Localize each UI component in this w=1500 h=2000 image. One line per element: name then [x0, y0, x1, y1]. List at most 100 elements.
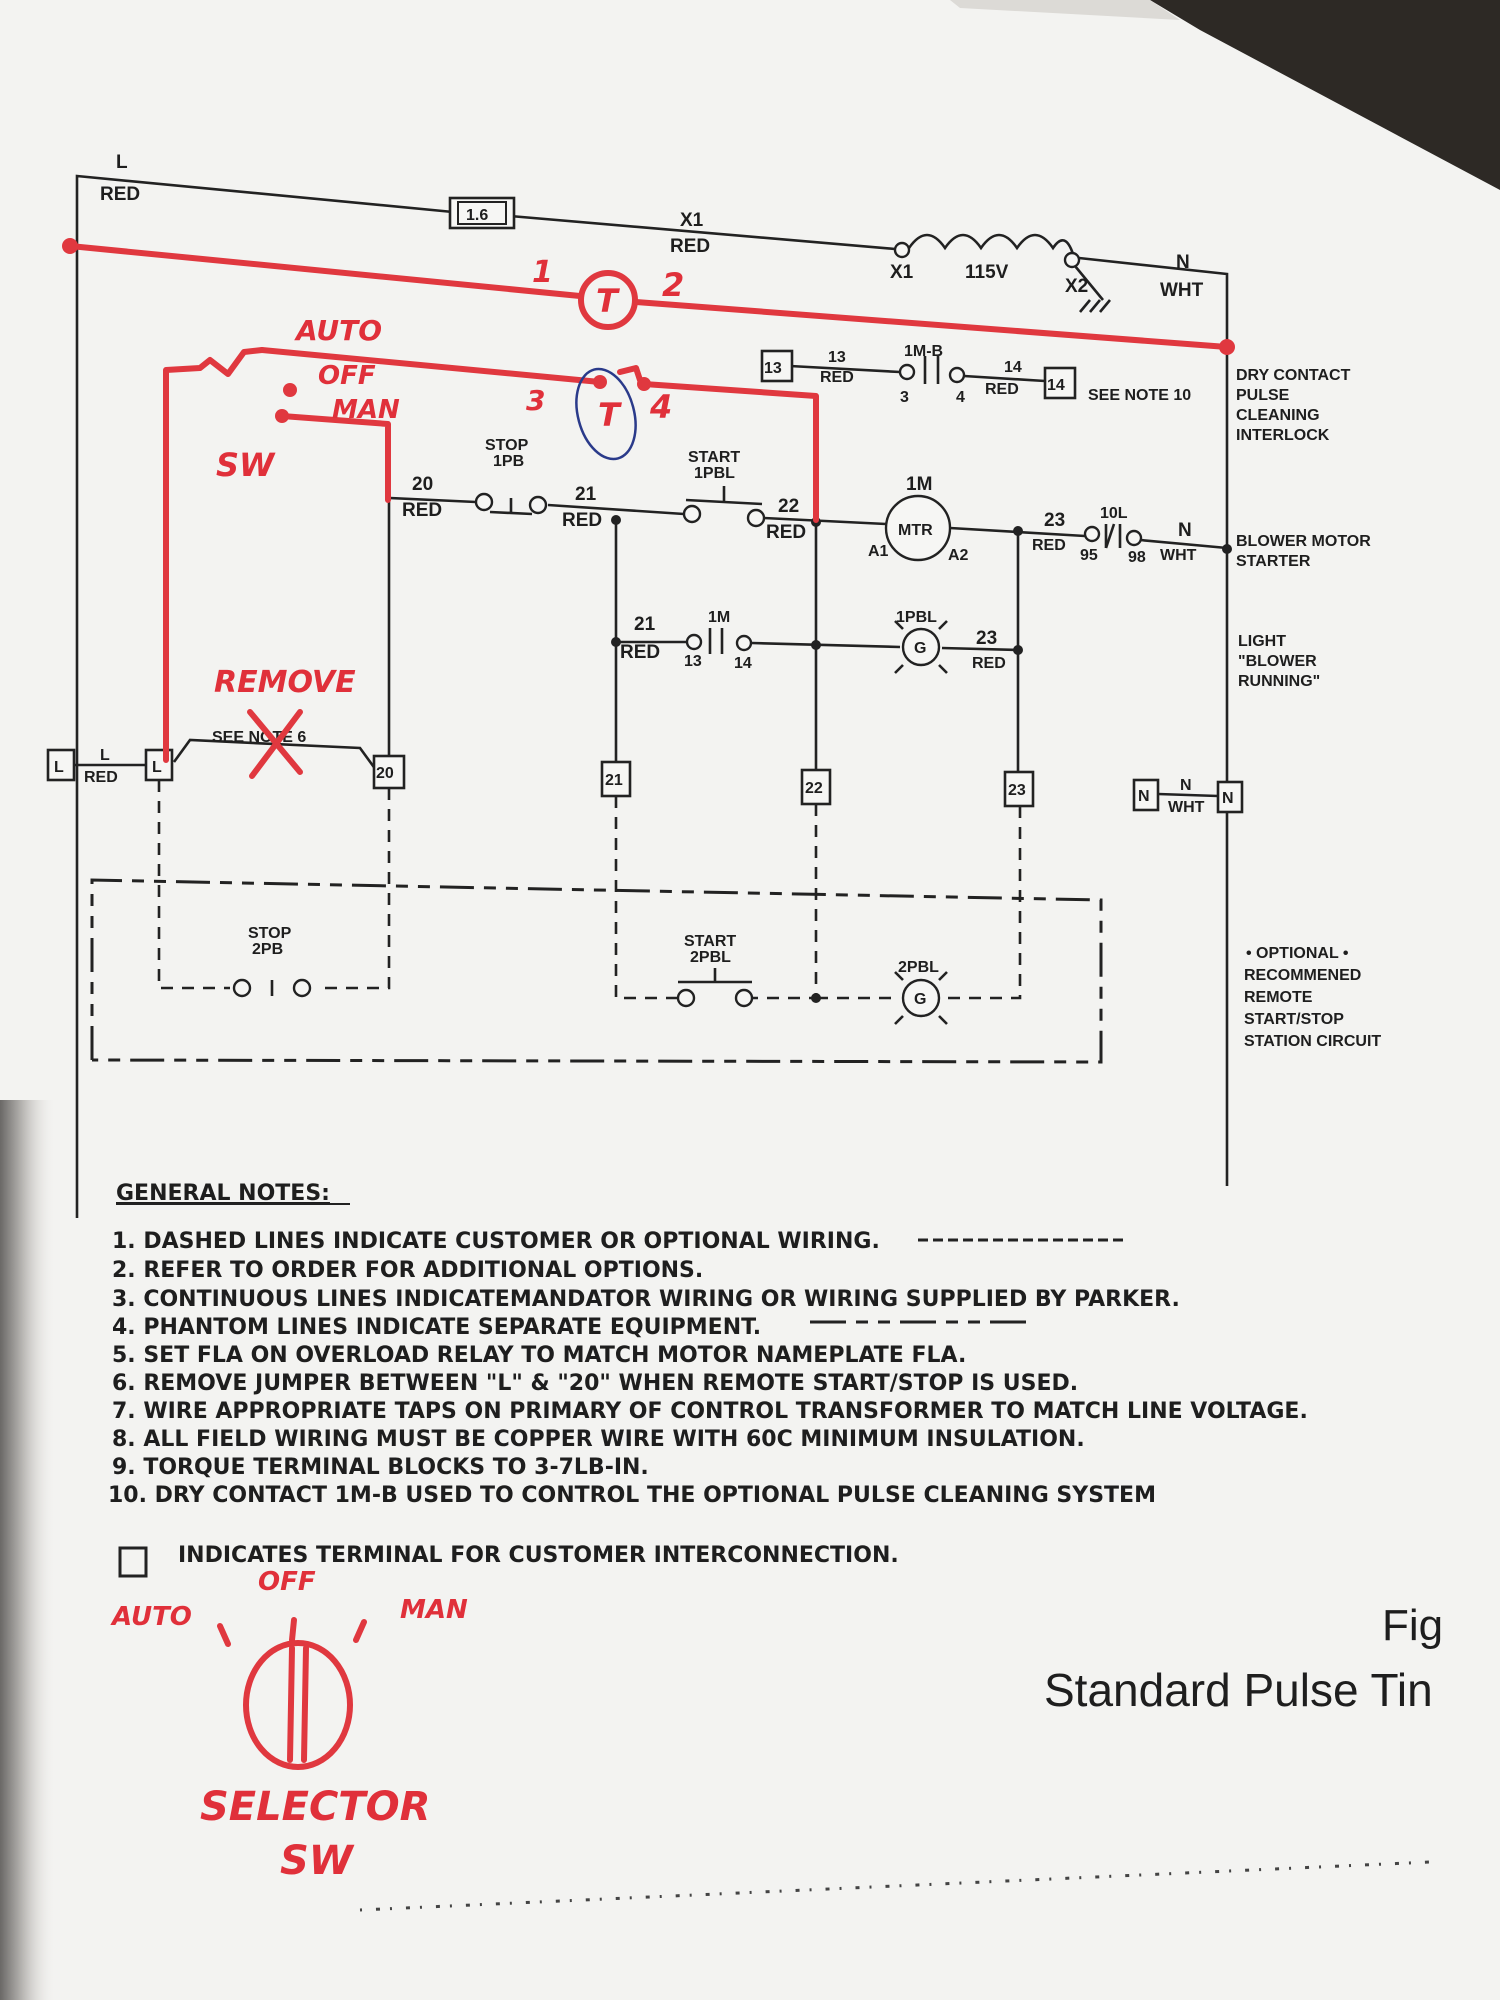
motor-label-line: BLOWER MOTOR	[1236, 533, 1371, 550]
timer-label: T	[596, 282, 620, 320]
stop-1pb-label: 1PB	[493, 453, 524, 470]
wire-23: 23	[1044, 510, 1065, 531]
pulse-cleaning-row: 13 13 RED 1M-B 3 4 14 RED 14 SEE NOTE 10…	[760, 343, 1351, 444]
figure-number: Fig	[1382, 1601, 1443, 1650]
a1-label: A1	[868, 543, 889, 560]
lamp-2pbl-label: 2PBL	[898, 959, 939, 976]
terminal-l-left: L	[54, 759, 64, 776]
light-wire-21-color: RED	[620, 642, 660, 663]
note-item: 10. DRY CONTACT 1M-B USED TO CONTROL THE…	[108, 1483, 1156, 1508]
light-contact-1m: 1M	[708, 609, 730, 626]
remote-label-line: REMOTE	[1244, 989, 1313, 1006]
terminal-n-right: N	[1222, 790, 1234, 807]
wire-13: 13	[828, 349, 846, 366]
terminal-legend-box	[118, 1546, 148, 1578]
remote-label-line: STATION CIRCUIT	[1244, 1033, 1381, 1050]
wire-20: 20	[412, 474, 433, 495]
pulse-label-line: PULSE	[1236, 387, 1290, 404]
remote-label-line: • OPTIONAL •	[1246, 945, 1349, 962]
remote-label-line: RECOMMENED	[1244, 967, 1361, 984]
note-item: 8. ALL FIELD WIRING MUST BE COPPER WIRE …	[112, 1427, 1085, 1452]
paper-under-edge	[950, 0, 1180, 20]
top-supply-line: L RED 1.6 X1 RED X1 115V X2 N WHT	[75, 152, 1229, 1218]
fuse-value: 1.6	[466, 207, 488, 224]
pin-95: 95	[1080, 547, 1098, 564]
wire-21: 21	[575, 484, 597, 505]
pulse-label-line: INTERLOCK	[1236, 427, 1330, 444]
pulse-label-line: DRY CONTACT	[1236, 367, 1351, 384]
lamp-2-g: G	[914, 991, 926, 1008]
switch-auto-label: AUTO	[294, 314, 382, 347]
lamp-g: G	[914, 640, 926, 657]
wire-20-color: RED	[402, 500, 442, 521]
selector-sw-label: SW	[280, 1838, 355, 1884]
note-item: 4. PHANTOM LINES INDICATE SEPARATE EQUIP…	[112, 1315, 761, 1340]
motor-coil-label: MTR	[898, 522, 933, 539]
light-wire-21: 21	[634, 614, 656, 635]
top-n-color: WHT	[1160, 280, 1204, 301]
pin-3: 3	[900, 389, 909, 406]
note-item: 3. CONTINUOUS LINES INDICATEMANDATOR WIR…	[112, 1287, 1180, 1312]
wire-14-color: RED	[985, 381, 1019, 398]
stop-1pb-contact	[474, 492, 548, 516]
x1-label: X1	[680, 210, 704, 231]
top-n-label: N	[1176, 252, 1190, 273]
start-2pbl-label: 2PBL	[690, 949, 731, 966]
blue-pen-circle	[575, 367, 637, 461]
coil-1m-label: 1M	[906, 474, 932, 495]
wire-14: 14	[1004, 359, 1022, 376]
switch-off-label: OFF	[318, 361, 376, 391]
start-2pbl-label: START	[684, 933, 736, 950]
remove-x-icon	[247, 709, 303, 779]
start-1pbl-label: START	[688, 449, 740, 466]
legend-man: MAN	[400, 1595, 468, 1625]
pulse-label-line: CLEANING	[1236, 407, 1320, 424]
overload-10l-contact	[1083, 523, 1143, 549]
terminal-l-wire-color: RED	[84, 769, 118, 786]
lamp-1pbl-label: 1PBL	[896, 609, 937, 626]
wire-13-color: RED	[820, 369, 854, 386]
note-item: 6. REMOVE JUMPER BETWEEN "L" & "20" WHEN…	[112, 1371, 1078, 1396]
selector-knob-icon	[243, 1640, 353, 1770]
coil-x2: X2	[1065, 276, 1088, 297]
motor-label-line: STARTER	[1236, 553, 1311, 570]
light-wire-23: 23	[976, 628, 997, 649]
coil-x1: X1	[890, 262, 914, 283]
motor-coil	[884, 494, 952, 562]
start-1pbl-contact	[682, 486, 766, 528]
light-label-line: "BLOWER	[1238, 653, 1317, 670]
wire-22: 22	[778, 496, 799, 517]
remote-label-line: START/STOP	[1244, 1011, 1344, 1028]
remote-station: STOP 2PB START 2PBL 2PBL G • OPTIONAL • …	[90, 780, 1381, 1064]
motor-n-color: WHT	[1160, 547, 1197, 564]
terminal-legend-text: INDICATES TERMINAL FOR CUSTOMER INTERCON…	[178, 1543, 899, 1568]
motor-starter-row: 20 RED STOP 1PB 21 RED START 1PBL 22 RED…	[387, 437, 1371, 770]
contact-1m-b: 1M-B	[904, 343, 943, 360]
stop-2pb-label: 2PB	[252, 941, 283, 958]
figure-title: Standard Pulse Tin	[1044, 1664, 1433, 1716]
switch-sw-label: SW	[216, 446, 276, 484]
contact-terminal-4: 4	[649, 388, 672, 426]
coil-voltage: 115V	[965, 262, 1009, 283]
overload-label: 10L	[1100, 505, 1128, 522]
light-pin-14: 14	[734, 655, 752, 672]
line-l-label: L	[116, 152, 128, 173]
red-markup: T 1 2 AUTO OFF MAN SW 3 T 4 REMOVE	[62, 238, 1235, 779]
pin-4: 4	[956, 389, 965, 406]
shadow	[0, 1100, 300, 2000]
start-1pbl-label: 1PBL	[694, 465, 735, 482]
terminal-14	[1043, 366, 1077, 400]
legend-off: OFF	[258, 1567, 316, 1597]
transformer-coil	[893, 233, 1111, 313]
terminal-13-label: 13	[764, 360, 782, 377]
terminal-n-wire-color: WHT	[1168, 799, 1205, 816]
note-item: 5. SET FLA ON OVERLOAD RELAY TO MATCH MO…	[112, 1343, 966, 1368]
terminal-22: 22	[805, 780, 823, 797]
fuse: 1.6	[448, 196, 516, 230]
selector-label: SELECTOR	[200, 1784, 430, 1830]
terminal-14-label: 14	[1047, 377, 1065, 394]
stop-1pb-label: STOP	[485, 437, 529, 454]
stop-2pb-label: STOP	[248, 925, 292, 942]
light-label-line: LIGHT	[1238, 633, 1286, 650]
